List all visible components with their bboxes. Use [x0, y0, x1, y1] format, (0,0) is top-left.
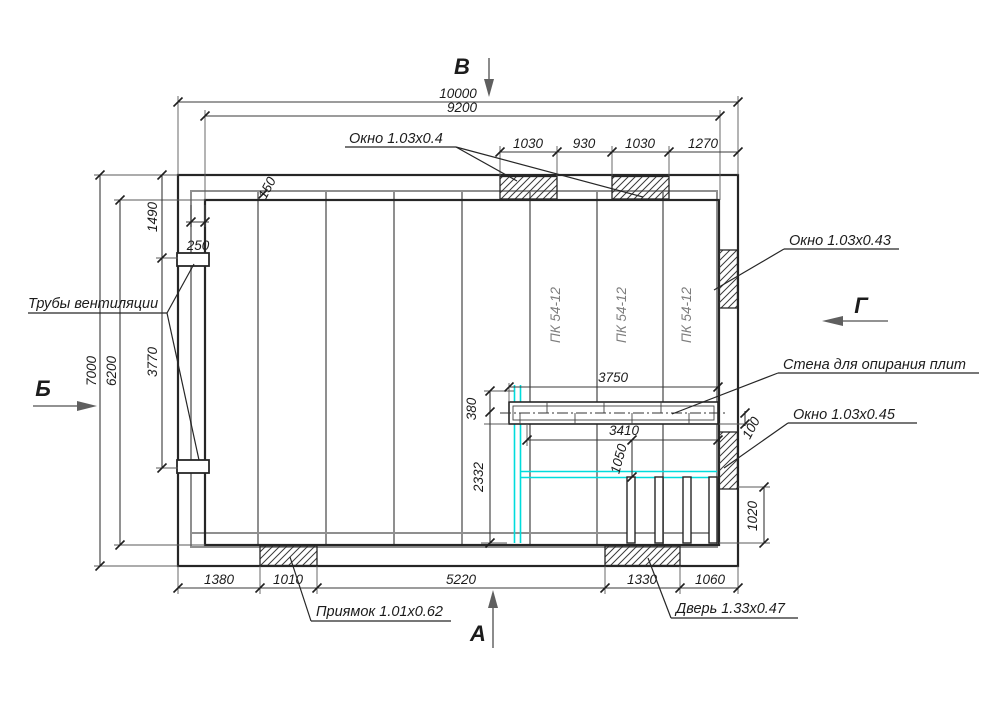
- slab-label-1: ПК 54-12: [548, 287, 563, 344]
- label-window-top: Окно 1.03х0.4: [349, 131, 443, 147]
- dim-room-depth: 2332: [471, 461, 486, 493]
- dim-wall-end: 100: [739, 414, 763, 441]
- section-letter-right: Г: [854, 293, 869, 318]
- vent-pipe-2: [176, 459, 210, 474]
- label-window-right-upper: Окно 1.03х0.43: [789, 233, 891, 249]
- dim-offset-1050: 1050: [608, 442, 630, 475]
- extension-lines: [94, 96, 770, 594]
- dim-window-offset: 1020: [745, 500, 760, 531]
- inner-wall: [203, 198, 721, 547]
- dim-clear-width: 3410: [609, 423, 640, 438]
- window-top-2: [611, 175, 670, 200]
- dim-left-inner: 6200: [104, 355, 119, 386]
- section-marker-right: [822, 316, 888, 326]
- dim-bottom-chain-5: 1060: [695, 572, 726, 587]
- section-marker-top: [484, 58, 494, 97]
- vent-pipe-1: [176, 252, 210, 267]
- label-bearing-wall: Стена для опирания плит: [783, 357, 966, 373]
- section-letter-top: В: [454, 54, 470, 79]
- dim-left-total: 7000: [84, 355, 99, 386]
- dimension-lines: [94, 96, 770, 594]
- window-top-1: [499, 175, 558, 200]
- label-vent-pipes: Трубы вентиляции: [28, 296, 158, 312]
- dim-top-chain-1: 1030: [513, 136, 544, 151]
- slab-outline: [190, 190, 718, 548]
- label-pit: Приямок 1.01х0.62: [316, 604, 443, 620]
- slab-label-3: ПК 54-12: [679, 287, 694, 344]
- dim-top-chain-3: 1030: [625, 136, 656, 151]
- outer-wall: [176, 173, 740, 568]
- window-right-upper: [718, 249, 739, 309]
- dim-top-total: 10000: [439, 86, 477, 101]
- dim-top-chain-4: 1270: [688, 136, 719, 151]
- label-door: Дверь 1.33х0.47: [674, 601, 786, 617]
- pit-hatch: [259, 545, 318, 567]
- leader-lines: [28, 146, 979, 622]
- bearing-wall: [500, 401, 727, 425]
- slab-label-2: ПК 54-12: [614, 287, 629, 344]
- dim-bearing-wall-width: 380: [464, 397, 479, 420]
- section-letter-bottom: А: [469, 621, 486, 646]
- dim-bottom-chain-3: 5220: [446, 572, 477, 587]
- section-letter-left: Б: [35, 376, 51, 401]
- window-right-lower: [718, 431, 739, 490]
- dim-top-inner: 9200: [447, 100, 478, 115]
- dim-bottom-chain-1: 1380: [204, 572, 235, 587]
- dim-top-chain-2: 930: [573, 136, 596, 151]
- dim-slab-bearing: 250: [186, 238, 210, 253]
- label-window-right-lower: Окно 1.03х0.45: [793, 407, 896, 423]
- dim-bottom-chain-4: 1330: [627, 572, 658, 587]
- door-hatch: [604, 545, 681, 567]
- section-marker-left: [33, 401, 97, 411]
- section-marker-bottom: [488, 590, 498, 648]
- slab-joint-lines: [257, 191, 664, 547]
- dim-left-chain-1: 1490: [145, 201, 160, 232]
- dim-slab-edge: 150: [255, 174, 279, 201]
- dim-bearing-wall-length: 3750: [598, 370, 629, 385]
- dim-left-chain-2: 3770: [145, 346, 160, 377]
